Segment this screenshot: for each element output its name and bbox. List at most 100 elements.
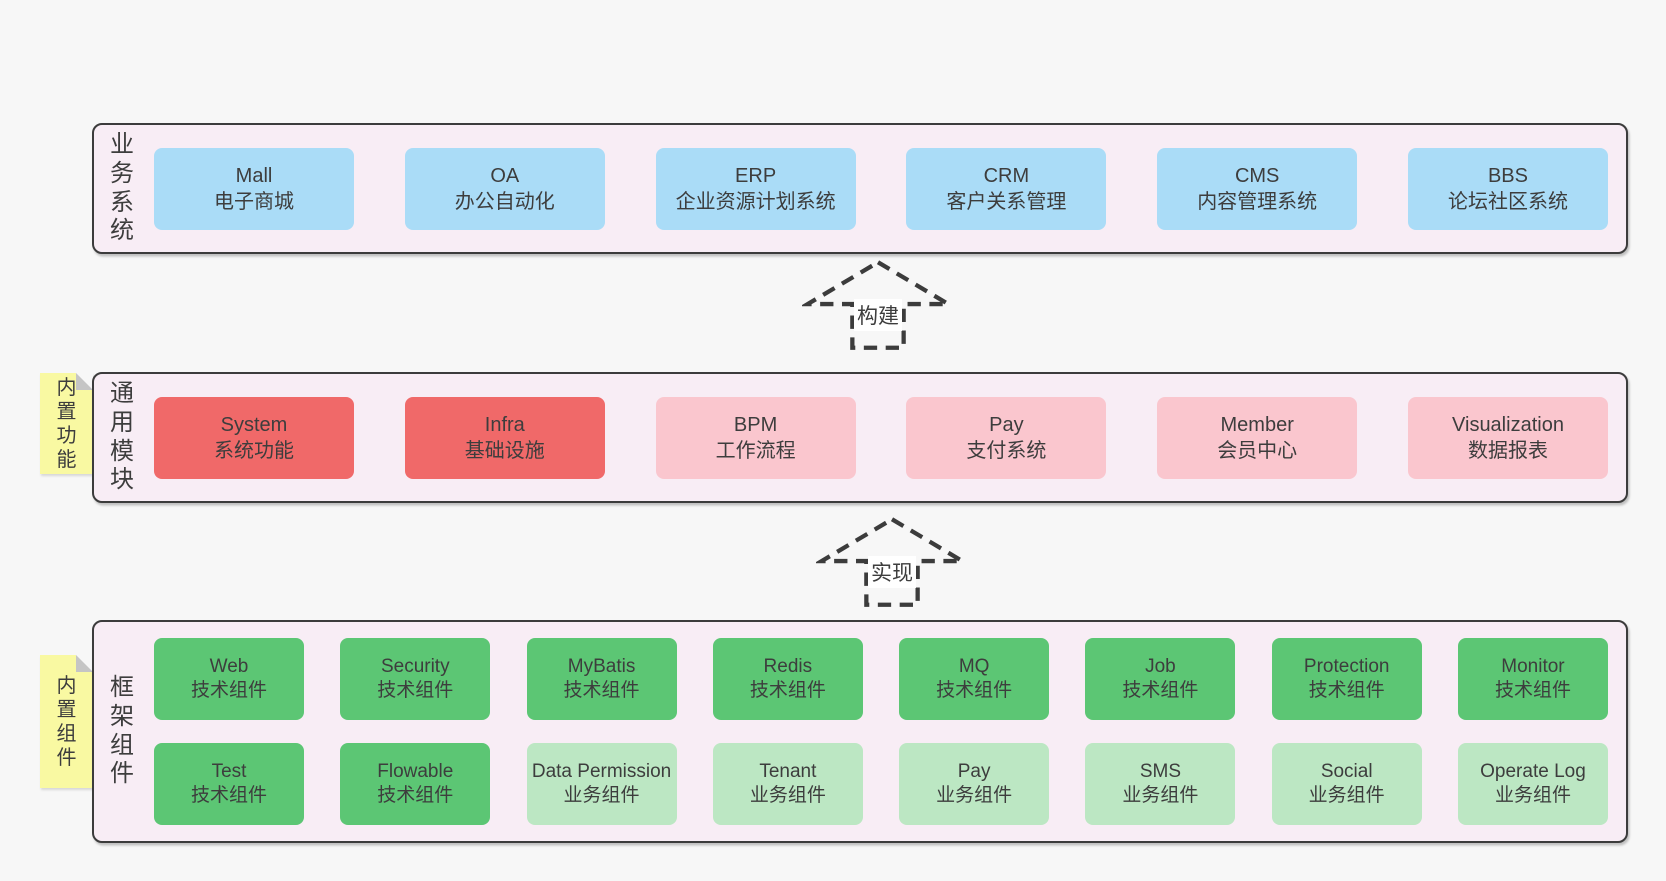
box-subtitle: 技术组件 bbox=[563, 680, 640, 701]
box-subtitle: 技术组件 bbox=[1122, 680, 1199, 701]
box-erp: ERP 企业资源计划系统 bbox=[655, 147, 856, 230]
tag-text: 内置组件 bbox=[56, 674, 77, 769]
box-web: Web 技术组件 bbox=[154, 638, 304, 720]
box-subtitle: 办公自动化 bbox=[454, 190, 555, 213]
box-title: Member bbox=[1220, 413, 1294, 436]
business-box-row: Mall 电子商城 OA 办公自动化 ERP 企业资源计划系统 CRM 客户关系… bbox=[154, 147, 1608, 230]
layer-label-modules: 通用模块 bbox=[94, 380, 150, 495]
layer-framework-components: 框架组件 Web 技术组件 Security 技术组件 MyBatis 技术组件… bbox=[92, 620, 1628, 843]
layer-label-text: 通用模块 bbox=[110, 379, 134, 494]
box-subtitle: 技术组件 bbox=[190, 680, 267, 701]
box-subtitle: 系统功能 bbox=[214, 439, 294, 462]
box-subtitle: 业务组件 bbox=[563, 785, 640, 806]
layer-label-text: 框架组件 bbox=[110, 673, 134, 788]
box-title: BBS bbox=[1487, 164, 1528, 187]
box-operate-log: Operate Log 业务组件 bbox=[1457, 743, 1608, 825]
box-crm: CRM 客户关系管理 bbox=[906, 147, 1107, 230]
layer-business-systems: 业务系统 Mall 电子商城 OA 办公自动化 ERP 企业资源计划系统 CRM bbox=[92, 123, 1628, 254]
box-title: Social bbox=[1320, 761, 1373, 783]
box-social: Social 业务组件 bbox=[1271, 743, 1422, 825]
arrow-implement: 实现 bbox=[816, 514, 968, 610]
box-infra: Infra 基础设施 bbox=[404, 396, 605, 479]
box-subtitle: 基础设施 bbox=[464, 439, 545, 462]
box-subtitle: 论坛社区系统 bbox=[1447, 190, 1568, 213]
box-title: Job bbox=[1145, 656, 1176, 678]
box-subtitle: 业务组件 bbox=[1122, 785, 1199, 806]
box-title: CRM bbox=[983, 164, 1030, 187]
box-test: Test 技术组件 bbox=[154, 743, 304, 825]
box-subtitle: 会员中心 bbox=[1217, 439, 1298, 462]
arrow-build-label: 构建 bbox=[854, 298, 902, 331]
box-subtitle: 技术组件 bbox=[1494, 680, 1571, 701]
layer-label-framework: 框架组件 bbox=[94, 674, 150, 789]
box-subtitle: 电子商城 bbox=[214, 190, 294, 213]
box-member: Member 会员中心 bbox=[1157, 396, 1358, 479]
box-subtitle: 数据报表 bbox=[1467, 439, 1548, 462]
box-title: Web bbox=[209, 656, 249, 678]
layer-label-text: 业务系统 bbox=[110, 130, 134, 245]
box-mq: MQ 技术组件 bbox=[899, 638, 1050, 720]
box-monitor: Monitor 技术组件 bbox=[1457, 638, 1608, 720]
box-title: BPM bbox=[733, 413, 778, 436]
box-subtitle: 技术组件 bbox=[1308, 680, 1385, 701]
box-flowable: Flowable 技术组件 bbox=[340, 743, 491, 825]
box-subtitle: 业务组件 bbox=[936, 785, 1013, 806]
box-subtitle: 内容管理系统 bbox=[1197, 190, 1318, 213]
box-subtitle: 业务组件 bbox=[1308, 785, 1385, 806]
box-visualization: Visualization 数据报表 bbox=[1407, 396, 1608, 479]
box-system: System 系统功能 bbox=[154, 396, 354, 479]
box-title: Security bbox=[380, 656, 450, 678]
box-title: MyBatis bbox=[567, 656, 636, 678]
arrow-build: 构建 bbox=[802, 257, 954, 353]
box-bpm: BPM 工作流程 bbox=[655, 396, 856, 479]
layer-common-modules: 通用模块 System 系统功能 Infra 基础设施 BPM 工作流程 Pay bbox=[92, 372, 1628, 503]
arrow-implement-label: 实现 bbox=[868, 555, 916, 588]
framework-box-row-1: Web 技术组件 Security 技术组件 MyBatis 技术组件 Redi… bbox=[154, 638, 1608, 720]
box-protection: Protection 技术组件 bbox=[1271, 638, 1422, 720]
box-subtitle: 业务组件 bbox=[749, 785, 826, 806]
box-pay: Pay 支付系统 bbox=[906, 396, 1107, 479]
box-subtitle: 支付系统 bbox=[966, 439, 1047, 462]
modules-box-row: System 系统功能 Infra 基础设施 BPM 工作流程 Pay 支付系统… bbox=[154, 396, 1608, 479]
box-title: CMS bbox=[1234, 164, 1280, 187]
box-subtitle: 技术组件 bbox=[377, 785, 454, 806]
tag-built-in-features: 内置功能 bbox=[40, 373, 93, 474]
box-title: SMS bbox=[1139, 761, 1181, 783]
box-mall: Mall 电子商城 bbox=[154, 147, 354, 230]
box-data-permission: Data Permission 业务组件 bbox=[526, 743, 677, 825]
tag-text: 内置功能 bbox=[56, 376, 77, 471]
box-title: Operate Log bbox=[1480, 761, 1586, 783]
tag-built-in-components: 内置组件 bbox=[40, 655, 93, 788]
box-title: Pay bbox=[957, 761, 991, 783]
box-subtitle: 工作流程 bbox=[715, 439, 796, 462]
framework-box-row-2: Test 技术组件 Flowable 技术组件 Data Permission … bbox=[154, 743, 1608, 825]
box-title: ERP bbox=[735, 164, 777, 187]
box-title: Pay bbox=[989, 413, 1024, 436]
arrow-up-dashed-icon bbox=[816, 516, 968, 607]
box-mybatis: MyBatis 技术组件 bbox=[526, 638, 677, 720]
box-title: Flowable bbox=[377, 761, 454, 783]
box-subtitle: 企业资源计划系统 bbox=[675, 190, 836, 213]
box-title: System bbox=[220, 413, 288, 436]
box-sms: SMS 业务组件 bbox=[1085, 743, 1236, 825]
box-title: Mall bbox=[235, 164, 273, 187]
box-bbs: BBS 论坛社区系统 bbox=[1407, 147, 1608, 230]
box-subtitle: 技术组件 bbox=[377, 680, 454, 701]
box-job: Job 技术组件 bbox=[1085, 638, 1236, 720]
box-subtitle: 技术组件 bbox=[190, 785, 267, 806]
arrow-up-dashed-icon bbox=[802, 259, 954, 350]
box-subtitle: 业务组件 bbox=[1494, 785, 1571, 806]
box-redis: Redis 技术组件 bbox=[712, 638, 863, 720]
box-title: Visualization bbox=[1452, 413, 1564, 436]
box-tenant: Tenant 业务组件 bbox=[712, 743, 863, 825]
layer-label-business: 业务系统 bbox=[94, 131, 150, 246]
box-security: Security 技术组件 bbox=[340, 638, 491, 720]
box-title: OA bbox=[490, 164, 520, 187]
box-title: Protection bbox=[1303, 656, 1390, 678]
box-oa: OA 办公自动化 bbox=[404, 147, 605, 230]
box-subtitle: 技术组件 bbox=[936, 680, 1013, 701]
box-title: Tenant bbox=[759, 761, 817, 783]
box-pay-business: Pay 业务组件 bbox=[899, 743, 1050, 825]
box-title: MQ bbox=[958, 656, 990, 678]
box-title: Data Permission bbox=[531, 761, 672, 783]
